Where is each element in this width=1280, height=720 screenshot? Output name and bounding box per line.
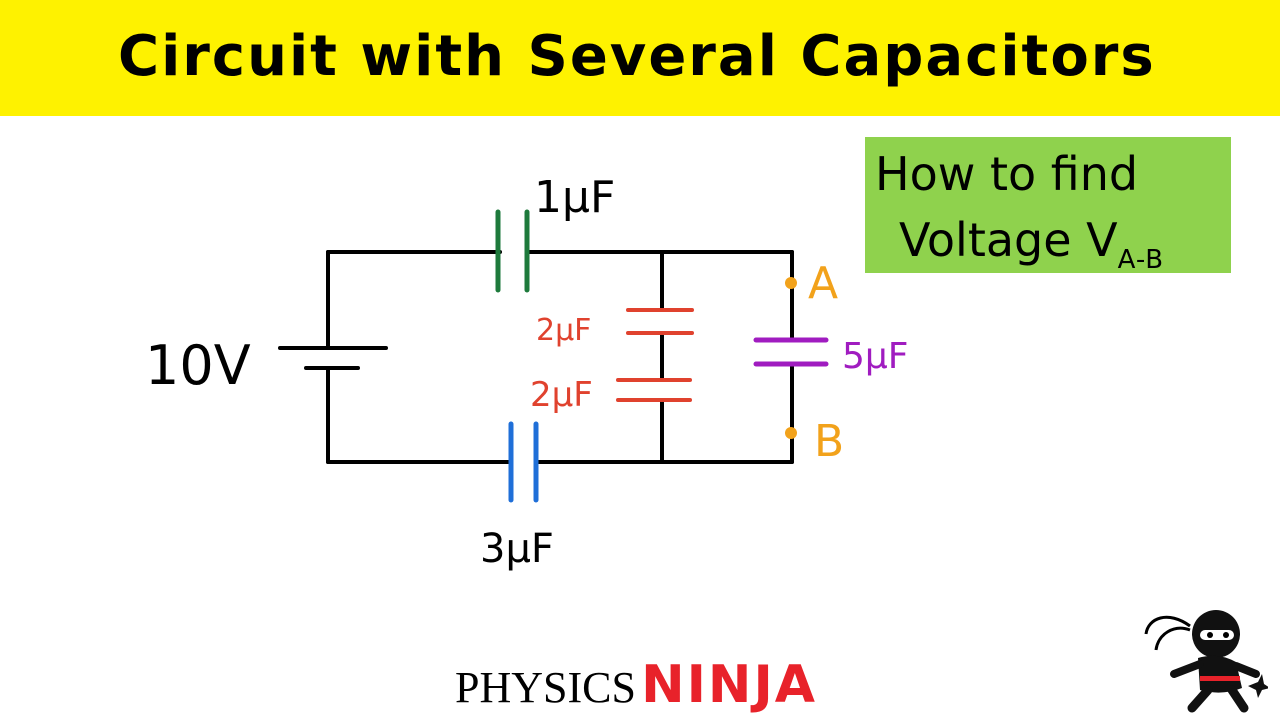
node-b-dot [785,427,797,439]
middle-gap-lower [656,382,668,398]
title-bar: Circuit with Several Capacitors [0,0,1280,116]
capacitor-1uf-label: 1μF [534,172,615,223]
node-a-dot [785,277,797,289]
node-b-label: B [814,416,844,467]
ninja-mascot-icon [1144,610,1268,713]
logo-physics-text: PHYSICS [455,663,636,712]
middle-gap-upper [656,312,668,331]
page-title: Circuit with Several Capacitors [118,24,1156,89]
question-voltage: Voltage V [899,213,1118,267]
capacitor-2uf-lower-label: 2μF [530,375,593,415]
capacitor-2uf-upper-label: 2μF [536,313,591,348]
battery-symbol [278,346,388,370]
question-box: How to find Voltage VA-B [865,137,1231,275]
node-a-label: A [808,258,838,309]
capacitor-5uf [753,337,829,367]
capacitor-3uf-label: 3μF [480,526,554,572]
physics-ninja-logo: PHYSICS NINJA [455,655,817,715]
question-line2: Voltage VA-B [899,213,1164,275]
logo-ninja-text: NINJA [641,655,818,715]
capacitor-2uf-upper [626,308,694,335]
circuit-wires [326,250,794,464]
battery-label: 10V [145,334,251,397]
capacitor-2uf-lower [616,378,692,402]
question-subscript: A-B [1117,245,1165,275]
capacitor-1uf [495,209,530,293]
capacitor-5uf-label: 5μF [842,336,909,377]
capacitor-3uf [508,421,539,503]
question-line1: How to find [875,147,1139,201]
